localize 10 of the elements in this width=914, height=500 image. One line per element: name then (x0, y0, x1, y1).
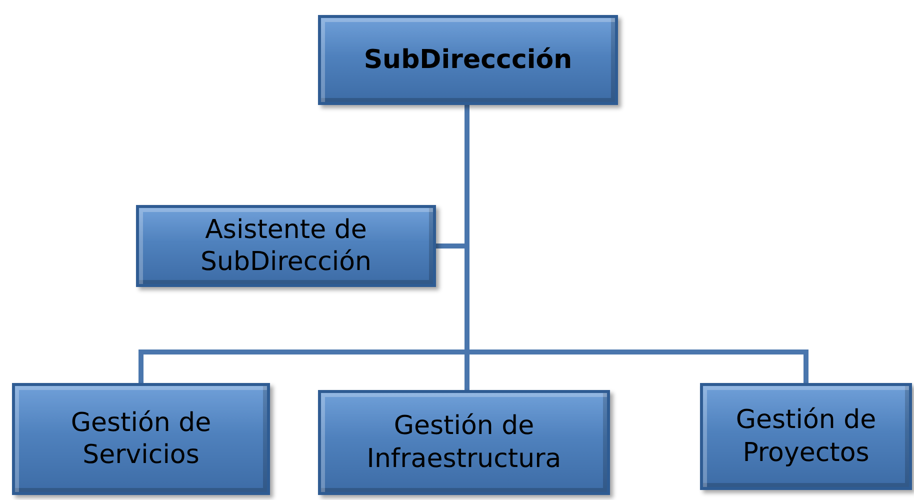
org-box (12, 383, 270, 495)
org-box (318, 390, 610, 495)
box-label: SubDireccción (364, 44, 572, 76)
box-label: Gestión de Servicios (70, 406, 212, 472)
box-label: Gestión de Proyectos (734, 404, 878, 469)
org-box (136, 205, 436, 287)
org-box (700, 383, 912, 490)
box-label: Gestión de Infraestructura (366, 410, 562, 475)
org-box (318, 15, 618, 105)
box-label: Asistente de SubDirección (199, 214, 373, 278)
